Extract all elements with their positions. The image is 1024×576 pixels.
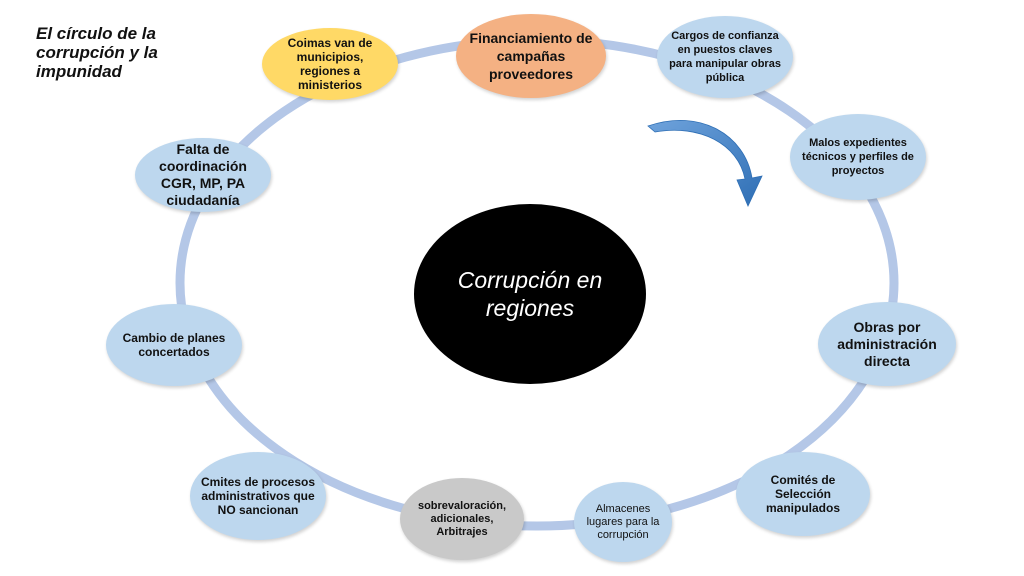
node-sobrevaloracion: sobrevaloración, adicionales, Arbitrajes [400, 478, 524, 560]
node-cambio-label: Cambio de planes concertados [122, 331, 226, 359]
node-financiamiento-label: Financiamiento de campañas proveedores [469, 30, 593, 82]
node-cambio: Cambio de planes concertados [106, 304, 242, 386]
node-sobrevaloracion-label: sobrevaloración, adicionales, Arbitrajes [417, 499, 507, 538]
node-almacenes: Almacenes lugares para la corrupción [574, 482, 672, 562]
node-coimas-label: Coimas van de municipios, regiones a min… [287, 36, 373, 92]
center-node-label: Corrupción en regiones [457, 267, 603, 321]
node-cmites: Cmites de procesos administrativos que N… [190, 452, 326, 540]
node-obras-label: Obras por administración directa [837, 318, 937, 369]
node-cargos: Cargos de confianza en puestos claves pa… [657, 16, 793, 98]
node-comites: Comités de Selección manipulados [736, 452, 870, 536]
diagram-title: El círculo de la corrupción y la impunid… [36, 24, 158, 81]
node-cargos-label: Cargos de confianza en puestos claves pa… [669, 30, 781, 84]
node-falta: Falta de coordinación CGR, MP, PA ciudad… [135, 138, 271, 212]
node-cmites-label: Cmites de procesos administrativos que N… [200, 475, 316, 517]
node-financiamiento: Financiamiento de campañas proveedores [456, 14, 606, 98]
node-obras: Obras por administración directa [818, 302, 956, 386]
node-malos-label: Malos expedientes técnicos y perfiles de… [802, 137, 914, 177]
node-comites-label: Comités de Selección manipulados [765, 473, 840, 515]
node-coimas: Coimas van de municipios, regiones a min… [262, 28, 398, 100]
node-falta-label: Falta de coordinación CGR, MP, PA ciudad… [159, 141, 247, 208]
curved-arrow-icon [647, 119, 763, 207]
center-node: Corrupción en regiones [414, 204, 646, 384]
node-malos: Malos expedientes técnicos y perfiles de… [790, 114, 926, 200]
node-almacenes-label: Almacenes lugares para la corrupción [586, 502, 660, 541]
